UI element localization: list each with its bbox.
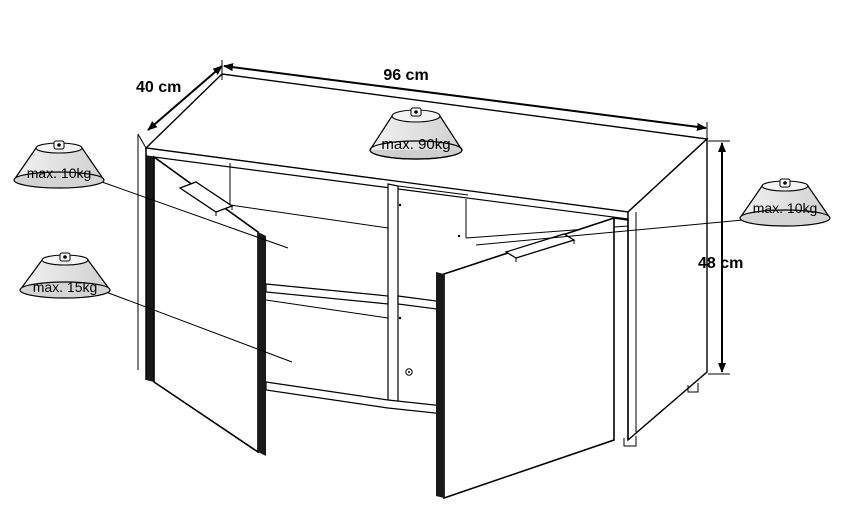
right-load-label: max. 10kg (753, 200, 818, 216)
top-load-label: max. 90kg (381, 136, 450, 153)
weight-left-upper: max. 10kg (13, 140, 105, 189)
width-label: 96 cm (383, 67, 428, 84)
dimension-height: 48 cm (698, 140, 743, 375)
weight-top: max. 90kg (369, 107, 463, 160)
weight-left-lower: max. 15kg (19, 252, 111, 299)
weight-right: max. 10kg (739, 178, 831, 227)
depth-label: 40 cm (136, 79, 181, 96)
right-door (436, 216, 629, 500)
left-upper-load-label: max. 10kg (27, 165, 92, 181)
dimension-width: 96 cm (221, 60, 708, 142)
dimension-depth: 40 cm (136, 65, 223, 131)
leader-lines (101, 181, 744, 363)
left-door (153, 155, 266, 456)
left-lower-load-label: max. 15kg (33, 279, 98, 295)
height-label: 48 cm (698, 255, 743, 272)
